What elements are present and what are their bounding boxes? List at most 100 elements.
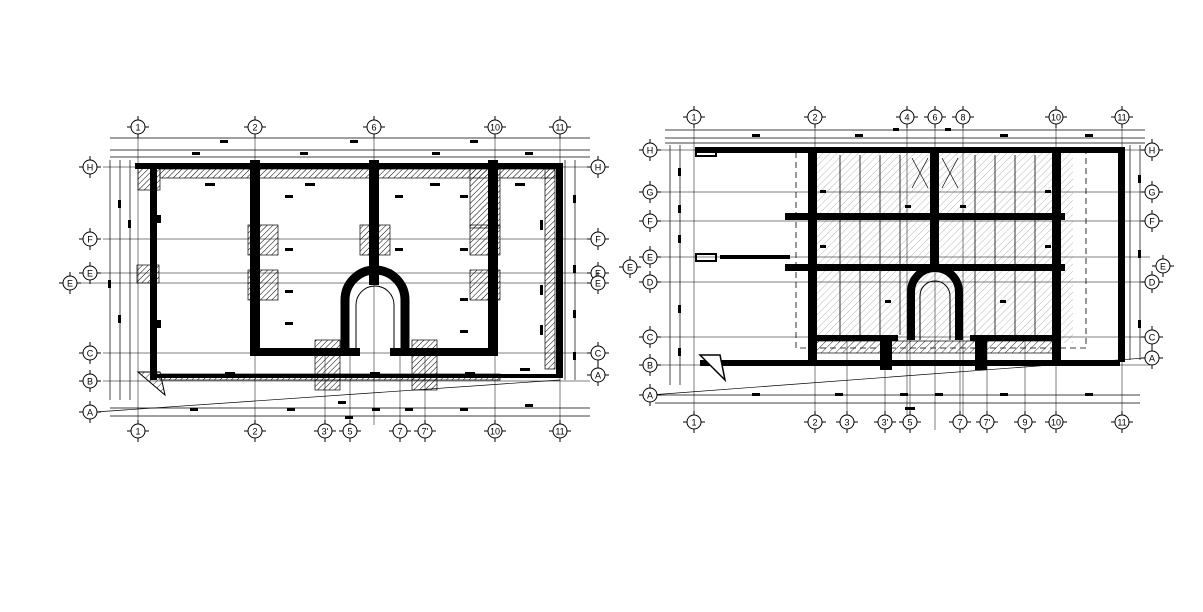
grid-bubble-label: 10 — [490, 427, 500, 437]
left-side-dimension-lines — [109, 160, 576, 400]
right-top-grid-bubble: 10 — [1045, 106, 1067, 128]
grid-bubbles: 1261011123'577'1011HFEECBAHFEECA12468101… — [59, 106, 1174, 442]
right-bottom-dimension-ticks — [752, 393, 1093, 410]
left-top-grid-bubble: 1 — [127, 116, 149, 138]
left-right-row-bubble: F — [587, 228, 609, 250]
grid-bubble-label: 11 — [555, 123, 564, 133]
right-outer-walls — [695, 147, 1125, 366]
grid-bubble-label: A — [1149, 354, 1155, 364]
grid-bubble-label: C — [1149, 333, 1156, 343]
grid-bubble-label: E — [67, 279, 73, 289]
right-bottom-grid-bubble: 7 — [949, 411, 971, 433]
grid-bubble-label: G — [646, 188, 653, 198]
left-left-row-bubble: E — [79, 262, 101, 284]
grid-bubble-label: 5 — [907, 418, 912, 428]
right-top-grid-bubble: 8 — [952, 106, 974, 128]
grid-bubble-label: 2 — [812, 113, 817, 123]
right-floor-plan — [649, 115, 1150, 430]
right-bottom-grid-bubble: 1 — [683, 411, 705, 433]
left-hatched-columns — [136, 224, 501, 391]
grid-bubble-label: A — [87, 408, 93, 418]
right-bottom-grid-bubble: 10 — [1045, 411, 1067, 433]
left-right-row-bubble: A — [587, 364, 609, 386]
grid-bubble-label: F — [595, 235, 601, 245]
left-bottom-grid-bubble: 10 — [484, 420, 506, 442]
grid-bubble-label: F — [87, 235, 93, 245]
right-left-row-bubble: G — [639, 181, 661, 203]
grid-bubble-label: 7' — [422, 427, 429, 437]
right-wall-markers — [695, 148, 790, 262]
grid-bubble-label: D — [647, 278, 654, 288]
grid-bubble-label: H — [87, 163, 94, 173]
left-left-row-bubble: B — [79, 370, 101, 392]
right-left-row-bubble: A — [639, 384, 661, 406]
grid-bubble-label: H — [647, 146, 654, 156]
right-slab-ribs — [839, 155, 1036, 335]
left-bottom-dimension-lines — [94, 379, 590, 417]
left-left-row-bubble: E — [59, 272, 81, 294]
right-top-dimension-lines — [665, 129, 1145, 144]
grid-bubble-label: 9 — [1022, 418, 1027, 428]
grid-bubble-label: 3 — [844, 418, 849, 428]
grid-bubble-label: E — [627, 263, 633, 273]
right-bottom-grid-bubble: 11 — [1111, 411, 1133, 433]
left-right-row-bubble: H — [587, 156, 609, 178]
right-right-row-bubble: A — [1141, 347, 1163, 369]
right-corner-wedge — [698, 354, 727, 383]
right-right-row-bubble: E — [1152, 255, 1174, 277]
grid-bubble-label: A — [595, 371, 601, 381]
grid-bubble-label: 5 — [347, 427, 352, 437]
right-right-row-bubble: C — [1141, 326, 1163, 348]
grid-bubble-label: 10 — [490, 123, 500, 133]
left-floor-plan — [80, 125, 590, 425]
grid-bubble-label: 1 — [135, 427, 140, 437]
grid-bubble-label: A — [647, 391, 653, 401]
right-void-markers — [911, 157, 959, 189]
left-left-row-bubble: C — [79, 342, 101, 364]
grid-bubble-label: 1 — [135, 123, 140, 133]
right-bottom-grid-bubble: 2 — [804, 411, 826, 433]
left-right-row-bubble: C — [587, 342, 609, 364]
left-left-row-bubble: H — [79, 156, 101, 178]
grid-bubble-label: 10 — [1051, 113, 1061, 123]
grid-bubble-label: 6 — [371, 123, 376, 133]
grid-bubble-label: 7 — [957, 418, 962, 428]
right-side-dimension-ticks — [678, 168, 1141, 356]
left-bottom-grid-bubble: 3' — [314, 420, 336, 442]
grid-bubble-label: G — [1148, 188, 1155, 198]
left-side-dimension-ticks — [108, 195, 576, 360]
grid-bubble-label: 11 — [555, 427, 564, 437]
right-bottom-grid-bubble: 3 — [836, 411, 858, 433]
grid-bubble-label: E — [595, 279, 601, 289]
grid-bubble-label: 10 — [1051, 418, 1061, 428]
grid-bubble-label: H — [595, 163, 602, 173]
right-slab-area — [795, 147, 1087, 349]
right-left-row-bubble: F — [639, 210, 661, 232]
left-top-dimension-lines — [110, 137, 590, 158]
left-columns — [250, 160, 498, 356]
right-right-row-bubble: H — [1141, 139, 1163, 161]
right-bottom-grid-bubble: 9 — [1014, 411, 1036, 433]
left-bottom-grid-bubble: 2 — [244, 420, 266, 442]
grid-bubble-label: 2 — [812, 418, 817, 428]
left-bottom-grid-bubble: 11 — [549, 420, 571, 442]
grid-bubble-label: 4 — [904, 113, 909, 123]
left-top-grid-bubble: 2 — [244, 116, 266, 138]
left-top-dimension-ticks — [192, 140, 533, 155]
right-right-row-bubble: F — [1141, 210, 1163, 232]
left-top-grid-bubble: 11 — [549, 116, 571, 138]
left-right-row-bubble: E — [587, 272, 609, 294]
grid-bubble-label: 11 — [1117, 113, 1126, 123]
grid-bubble-label: C — [87, 349, 94, 359]
grid-bubble-label: 3' — [322, 427, 329, 437]
left-bottom-dimension-ticks — [190, 401, 533, 419]
right-bottom-strip — [814, 340, 1056, 354]
left-bottom-grid-bubble: 1 — [127, 420, 149, 442]
right-top-grid-bubble: 4 — [896, 106, 918, 128]
right-left-row-bubble: H — [639, 139, 661, 161]
left-left-row-bubble: A — [79, 401, 101, 423]
grid-bubble-label: H — [1149, 146, 1156, 156]
grid-bubble-label: C — [647, 333, 654, 343]
grid-bubble-label: 2 — [252, 427, 257, 437]
grid-bubble-label: E — [87, 269, 93, 279]
